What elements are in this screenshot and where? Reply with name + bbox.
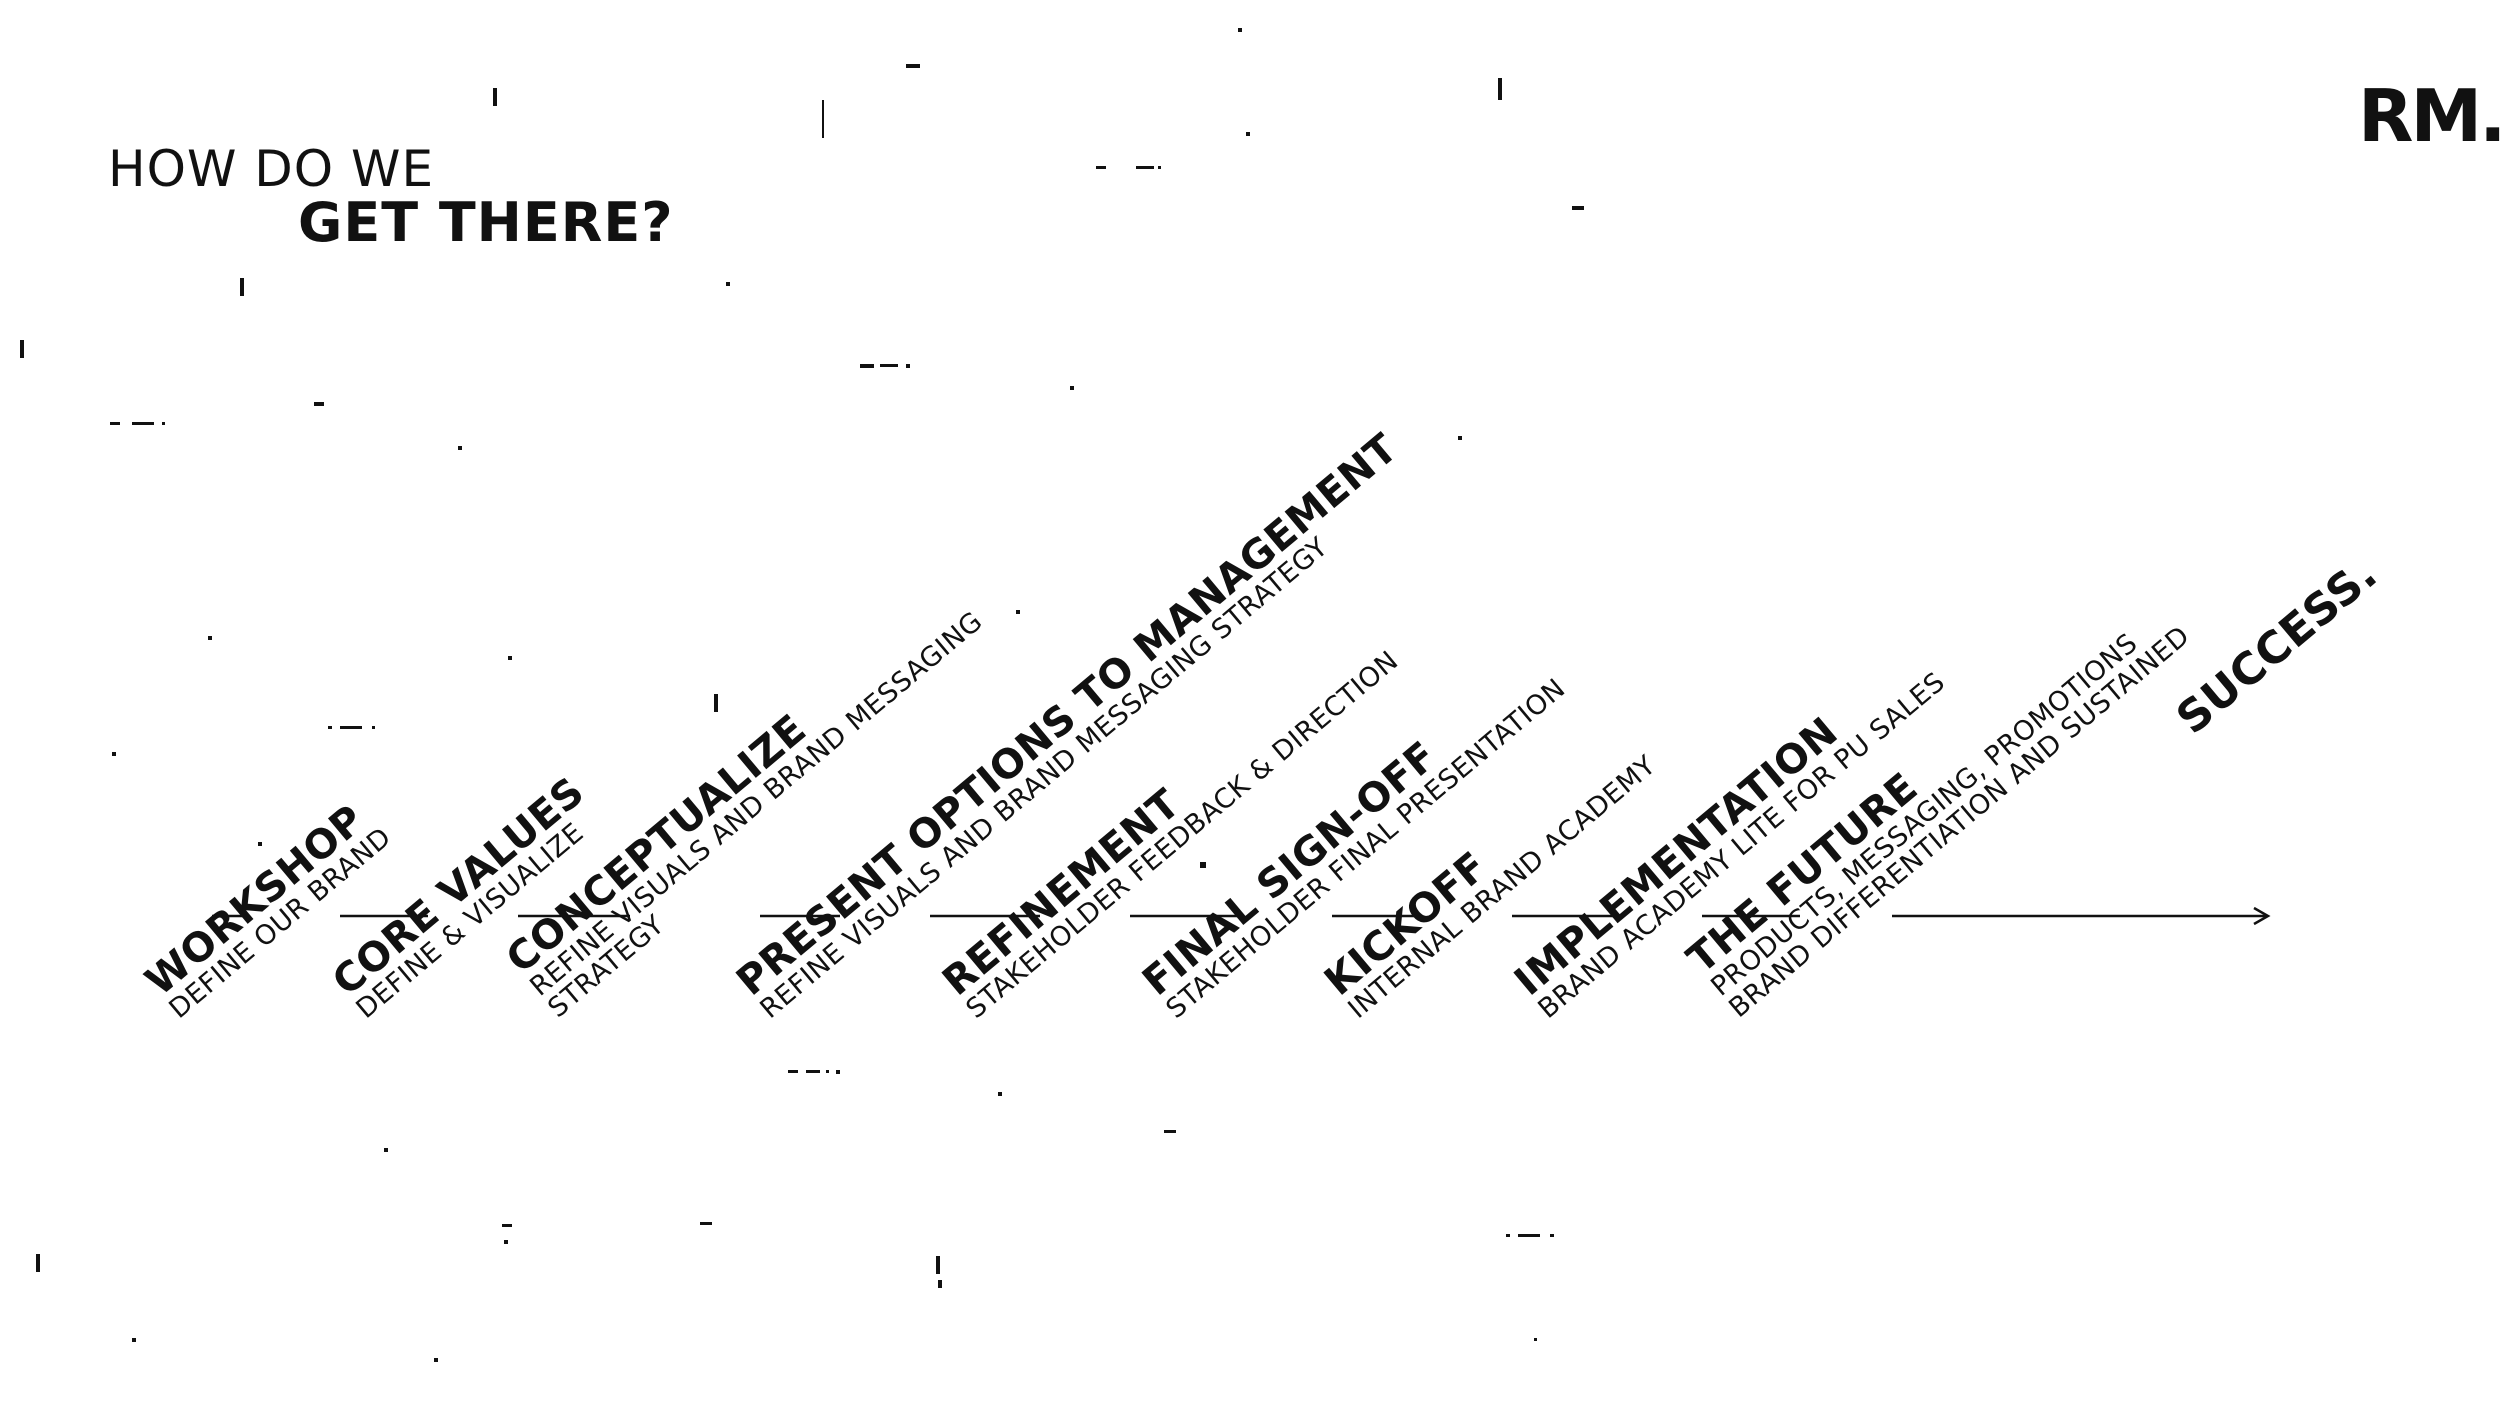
speck xyxy=(132,422,154,425)
speck xyxy=(1238,28,1242,32)
speck xyxy=(162,422,165,425)
speck xyxy=(1246,132,1250,136)
speck xyxy=(328,726,332,729)
speck xyxy=(1518,1234,1540,1237)
speck xyxy=(788,1070,798,1073)
speck xyxy=(826,1070,829,1073)
speck xyxy=(384,1148,388,1152)
speck xyxy=(1458,436,1462,440)
speck xyxy=(458,446,462,450)
speck xyxy=(1164,1130,1176,1133)
speck xyxy=(726,282,730,286)
speck xyxy=(508,656,512,660)
heading-line-1: HOW DO WE xyxy=(108,140,435,198)
speck xyxy=(1200,862,1206,868)
speck xyxy=(1070,386,1074,390)
speck xyxy=(1572,206,1584,210)
speck xyxy=(112,752,116,756)
brand-logo: RM. xyxy=(2358,74,2500,158)
speck xyxy=(860,364,874,368)
speck xyxy=(504,1240,508,1244)
speck xyxy=(1136,166,1154,169)
speck xyxy=(714,694,718,712)
speck xyxy=(1016,610,1020,614)
speck xyxy=(340,726,362,729)
speck xyxy=(822,100,824,138)
speck xyxy=(1506,1234,1510,1237)
speck xyxy=(1096,166,1106,169)
speck xyxy=(906,64,920,68)
speck xyxy=(880,364,898,367)
speck xyxy=(110,422,120,425)
speck xyxy=(938,1280,942,1288)
speck xyxy=(1550,1234,1554,1237)
speck xyxy=(936,1256,940,1274)
speck xyxy=(434,1358,438,1362)
speck xyxy=(502,1224,512,1227)
speck xyxy=(258,842,262,846)
speck xyxy=(836,1070,840,1074)
speck xyxy=(20,340,24,358)
heading-line-2: GET THERE? xyxy=(298,191,674,254)
speck xyxy=(36,1254,40,1272)
speck xyxy=(998,1092,1002,1096)
speck xyxy=(806,1070,820,1073)
speck xyxy=(906,364,910,368)
speck xyxy=(493,88,497,106)
speck xyxy=(132,1338,136,1342)
speck xyxy=(314,402,324,406)
speck xyxy=(700,1222,712,1225)
speck xyxy=(1498,78,1502,100)
speck xyxy=(240,278,244,296)
speck xyxy=(208,636,212,640)
arrow-head xyxy=(2253,906,2271,926)
speck xyxy=(1158,166,1161,169)
speck xyxy=(1534,1338,1537,1341)
speck xyxy=(372,726,375,729)
